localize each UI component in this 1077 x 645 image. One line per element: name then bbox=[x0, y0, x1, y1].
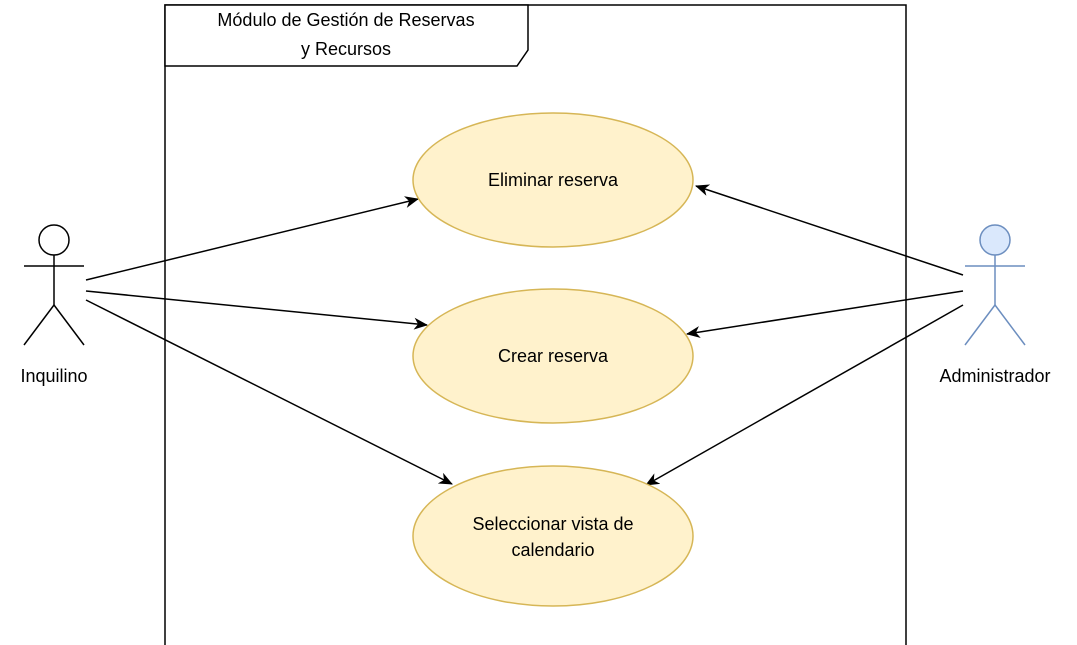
use-case-crear-reserva[interactable]: Crear reserva bbox=[412, 288, 694, 424]
use-case-eliminar-reserva[interactable]: Eliminar reserva bbox=[412, 112, 694, 248]
system-boundary-tab bbox=[164, 4, 529, 67]
actor-inquilino[interactable] bbox=[23, 224, 85, 346]
use-case-crear-label: Crear reserva bbox=[498, 346, 609, 366]
actor-inquilino-label: Inquilino bbox=[20, 366, 87, 386]
use-case-eliminar-label: Eliminar reserva bbox=[488, 170, 619, 190]
system-boundary-title-line1: Módulo de Gestión de Reservas bbox=[217, 10, 474, 30]
use-case-seleccionar-shape[interactable] bbox=[412, 465, 694, 607]
actor-administrador-right-leg bbox=[994, 304, 1026, 346]
association-admin-eliminar bbox=[695, 184, 964, 276]
association-inquilino-eliminar bbox=[85, 196, 419, 281]
use-case-eliminar-shape[interactable] bbox=[412, 112, 694, 248]
association-inquilino-seleccionar bbox=[85, 299, 453, 485]
use-case-seleccionar-vista[interactable]: Seleccionar vista de calendario bbox=[412, 465, 694, 607]
association-inquilino-crear bbox=[85, 290, 428, 330]
system-boundary-title-line2: y Recursos bbox=[301, 39, 391, 59]
association-admin-crear bbox=[686, 290, 964, 338]
use-case-seleccionar-label-line2: calendario bbox=[511, 540, 594, 560]
actor-administrador[interactable] bbox=[964, 224, 1026, 346]
associations bbox=[85, 184, 964, 486]
use-case-seleccionar-label-line1: Seleccionar vista de bbox=[472, 514, 633, 534]
actor-inquilino-right-leg bbox=[53, 304, 85, 346]
actor-administrador-head bbox=[979, 224, 1011, 256]
association-admin-seleccionar bbox=[645, 304, 964, 486]
actor-inquilino-left-leg bbox=[23, 304, 55, 346]
actor-inquilino-head bbox=[38, 224, 70, 256]
actor-administrador-label: Administrador bbox=[939, 366, 1050, 386]
use-case-crear-shape[interactable] bbox=[412, 288, 694, 424]
actor-administrador-left-leg bbox=[964, 304, 996, 346]
